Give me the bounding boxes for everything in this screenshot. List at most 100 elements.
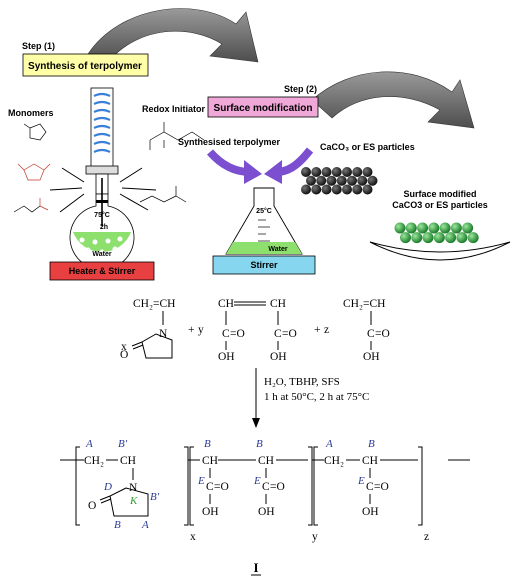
reaction-arrowhead	[252, 418, 260, 428]
unit2-c-1: C	[206, 481, 214, 493]
synthesised-label: Synthesised terpolymer	[178, 137, 281, 147]
dark-particles	[301, 167, 378, 195]
dark-particle	[336, 175, 347, 186]
process-arrow-1	[87, 8, 259, 63]
label-A-1: A	[85, 438, 93, 450]
acrylic-eqo: =O	[375, 328, 390, 340]
heater-label: Heater & Stirrer	[69, 266, 136, 276]
green-particle	[428, 222, 440, 234]
reactor-water: Water	[92, 251, 111, 258]
process-arrow-2	[311, 71, 475, 129]
unit3-ch2: CH₂	[324, 455, 344, 467]
unit2-ch-1: CH	[202, 455, 218, 467]
label-Bp-1: B′	[118, 438, 128, 450]
label-E-2: E	[253, 475, 261, 487]
acrylic-oh: OH	[363, 351, 380, 363]
label-E-1: E	[197, 475, 205, 487]
label-B-2: B	[204, 438, 211, 450]
step1-label: Step (1)	[22, 41, 55, 51]
dark-particle	[342, 184, 352, 195]
product-z: z	[424, 531, 429, 543]
flask-temp: 25°C	[256, 207, 272, 215]
dark-particle	[367, 175, 378, 186]
flask-water: Water	[268, 246, 287, 253]
dark-particle	[357, 175, 368, 186]
unit1-o: O	[88, 500, 96, 512]
unit2-eqo-1: =O	[214, 481, 229, 493]
conditions-line-1: H₂O, TBHP, SFS	[264, 376, 340, 388]
product-x: x	[190, 531, 196, 543]
dark-particle	[352, 167, 363, 177]
plus-2: +	[314, 324, 321, 336]
z-coef: z	[324, 324, 329, 336]
maleic-c-1: C	[222, 328, 230, 340]
y-coef: y	[198, 324, 204, 336]
acrylic-c: C	[367, 328, 375, 340]
dark-particle	[362, 184, 373, 195]
reactants: CH₂=CH N x O + y CH CH C =O C =O OH OH +…	[120, 298, 390, 363]
stirrer	[212, 255, 316, 275]
maleic-oh-2: OH	[270, 351, 287, 363]
bowl	[369, 241, 511, 261]
nvp-o: O	[120, 349, 128, 361]
modified-label-2: CaCO3 or ES particles	[392, 200, 488, 210]
green-particle	[422, 232, 434, 244]
label-A-ring: A	[141, 519, 149, 531]
green-particle	[433, 232, 445, 244]
conditions-line-2: 1 h at 50°C, 2 h at 75°C	[264, 391, 369, 403]
unit3-eqo: =O	[374, 481, 389, 493]
label-B-4: B	[368, 438, 375, 450]
synthesis-box	[22, 53, 149, 77]
nvp-x: x	[121, 341, 127, 353]
maleic-ch-2: CH	[270, 298, 286, 310]
dark-particle	[311, 184, 322, 195]
dark-particle	[326, 175, 337, 186]
nvp-n: N	[159, 328, 168, 340]
label-A-3: A	[325, 438, 333, 450]
nvp-vinyl: CH₂=CH	[133, 298, 175, 310]
green-particle	[439, 222, 451, 234]
reactor-time: 2h	[100, 224, 108, 231]
label-E-3: E	[357, 475, 365, 487]
dark-particle	[321, 167, 332, 177]
unit3-ch: CH	[362, 455, 378, 467]
label-B-ring: B	[114, 519, 121, 531]
label-Bp-2: B′	[150, 491, 160, 503]
unit2-ch-2: CH	[258, 455, 274, 467]
dark-particle	[362, 167, 373, 177]
unit2-eqo-2: =O	[270, 481, 285, 493]
dark-particle	[316, 175, 327, 186]
maleic-eqo-2: =O	[282, 328, 297, 340]
compound-label: I	[253, 560, 258, 575]
dark-particle	[306, 175, 316, 186]
dark-particle	[331, 167, 342, 177]
label-K: K	[129, 495, 138, 507]
unit2-oh-2: OH	[258, 506, 275, 518]
label-D: D	[103, 481, 112, 493]
unit2-oh-1: OH	[202, 506, 219, 518]
dark-particle	[301, 184, 311, 195]
blue-arrow-right-head	[264, 160, 282, 184]
step2-label: Step (2)	[284, 84, 317, 94]
initiator-label: Redox Initiator	[142, 104, 206, 114]
maleic-oh-1: OH	[218, 351, 235, 363]
unit3-c: C	[366, 481, 374, 493]
blue-arrow-left-head	[244, 160, 262, 184]
green-particles	[394, 222, 479, 244]
green-particle	[450, 222, 462, 234]
green-particle	[405, 222, 417, 234]
dark-particle	[331, 184, 342, 195]
dark-particle	[311, 167, 322, 177]
maleic-c-2: C	[274, 328, 282, 340]
surface-label: Surface modification	[214, 103, 313, 114]
green-particle	[467, 232, 479, 244]
heater	[49, 261, 155, 281]
stirrer-label: Stirrer	[250, 260, 278, 270]
product-y: y	[312, 531, 318, 543]
label-B-3: B	[256, 438, 263, 450]
acrylic-vinyl: CH₂=CH	[343, 298, 385, 310]
monomers-label: Monomers	[8, 108, 54, 118]
unit2-c-2: C	[262, 481, 270, 493]
